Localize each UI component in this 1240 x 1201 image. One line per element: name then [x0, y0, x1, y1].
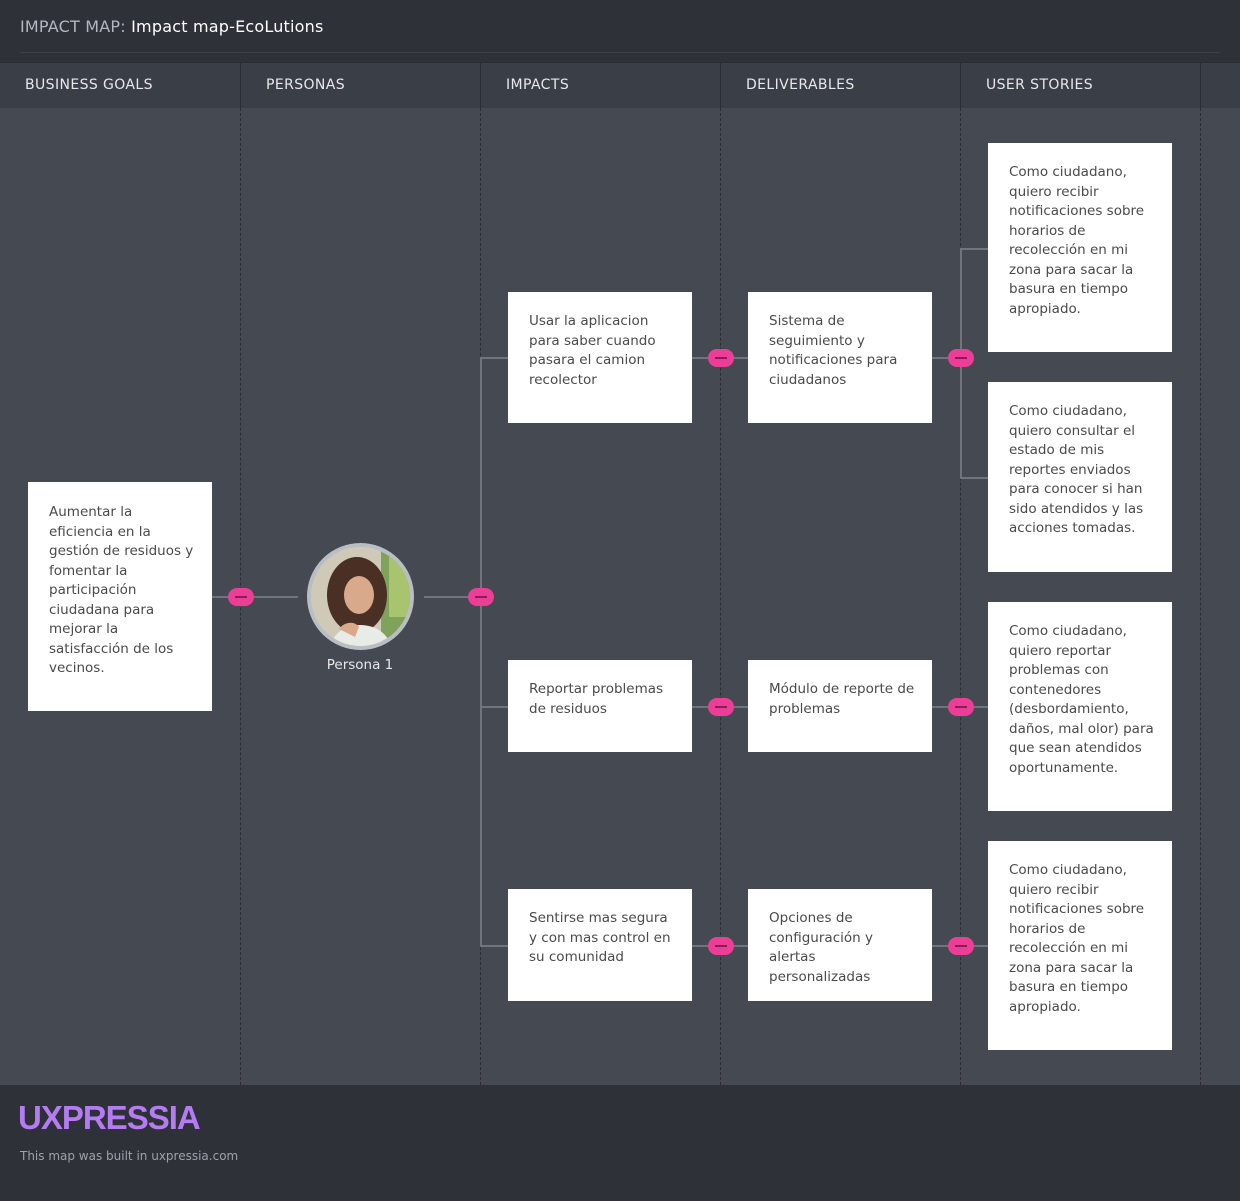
user-story-card[interactable]: Como ciudadano, quiero recibir notificac… [988, 841, 1172, 1050]
column-header-business-goals[interactable]: BUSINESS GOALS [0, 63, 241, 109]
map-title-bar: IMPACT MAP: Impact map-EcoLutions [20, 0, 1220, 53]
map-title-prefix: IMPACT MAP: [20, 17, 126, 36]
persona-name[interactable]: Persona 1 [326, 657, 394, 673]
column-header-row: BUSINESS GOALS PERSONAS IMPACTS DELIVERA… [0, 62, 1240, 109]
impact-text: Sentirse mas segura y con mas control en… [529, 910, 671, 965]
column-divider [1200, 108, 1201, 1085]
connector-line [960, 477, 988, 479]
connector-line [424, 596, 482, 598]
business-goal-text: Aumentar la eficiencia en la gestión de … [49, 504, 194, 676]
connector-line [932, 357, 962, 359]
connector-line [480, 357, 508, 359]
impact-card[interactable]: Usar la aplicacion para saber cuando pas… [508, 292, 692, 423]
column-divider [960, 108, 961, 1085]
deliverable-text: Sistema de seguimiento y notificaciones … [769, 313, 898, 388]
deliverable-text: Opciones de configuración y alertas pers… [769, 910, 873, 985]
user-story-card[interactable]: Como ciudadano, quiero recibir notificac… [988, 143, 1172, 352]
collapse-toggle-icon[interactable] [948, 698, 974, 716]
collapse-toggle-icon[interactable] [708, 937, 734, 955]
map-title: IMPACT MAP: Impact map-EcoLutions [20, 17, 324, 36]
user-story-text: Como ciudadano, quiero reportar problema… [1009, 623, 1154, 776]
user-story-card[interactable]: Como ciudadano, quiero reportar problema… [988, 602, 1172, 811]
deliverable-card[interactable]: Opciones de configuración y alertas pers… [748, 889, 932, 1001]
impact-text: Usar la aplicacion para saber cuando pas… [529, 313, 656, 388]
map-title-name[interactable]: Impact map-EcoLutions [131, 17, 324, 36]
user-story-text: Como ciudadano, quiero recibir notificac… [1009, 862, 1145, 1015]
user-story-text: Como ciudadano, quiero consultar el esta… [1009, 403, 1144, 536]
collapse-toggle-icon[interactable] [708, 349, 734, 367]
connector-line [212, 596, 298, 598]
impact-card[interactable]: Reportar problemas de residuos [508, 660, 692, 752]
connector-line [480, 945, 508, 947]
column-header-personas[interactable]: PERSONAS [241, 63, 481, 109]
persona-photo-icon [311, 547, 410, 646]
impact-text: Reportar problemas de residuos [529, 681, 664, 717]
persona-avatar[interactable] [307, 543, 414, 650]
collapse-toggle-icon[interactable] [708, 698, 734, 716]
column-header-impacts[interactable]: IMPACTS [481, 63, 721, 109]
deliverable-text: Módulo de reporte de problemas [769, 681, 915, 717]
uxpressia-logo[interactable]: UXPRESSIA [18, 1099, 201, 1136]
connector-line [960, 248, 988, 250]
collapse-toggle-icon[interactable] [228, 588, 254, 606]
collapse-toggle-icon[interactable] [948, 937, 974, 955]
deliverable-card[interactable]: Módulo de reporte de problemas [748, 660, 932, 752]
column-divider [720, 108, 721, 1085]
footer: UXPRESSIA This map was built in uxpressi… [0, 1085, 1240, 1201]
impact-card[interactable]: Sentirse mas segura y con mas control en… [508, 889, 692, 1001]
business-goal-card[interactable]: Aumentar la eficiencia en la gestión de … [28, 482, 212, 711]
connector-line [480, 706, 508, 708]
user-story-card[interactable]: Como ciudadano, quiero consultar el esta… [988, 382, 1172, 572]
top-bar: IMPACT MAP: Impact map-EcoLutions [0, 0, 1240, 62]
connector-line [480, 357, 482, 947]
deliverable-card[interactable]: Sistema de seguimiento y notificaciones … [748, 292, 932, 423]
collapse-toggle-icon[interactable] [468, 588, 494, 606]
column-header-user-stories[interactable]: USER STORIES [961, 63, 1201, 109]
collapse-toggle-icon[interactable] [948, 349, 974, 367]
user-story-text: Como ciudadano, quiero recibir notificac… [1009, 164, 1145, 317]
built-with-text[interactable]: This map was built in uxpressia.com [20, 1149, 239, 1163]
column-header-deliverables[interactable]: DELIVERABLES [721, 63, 961, 109]
